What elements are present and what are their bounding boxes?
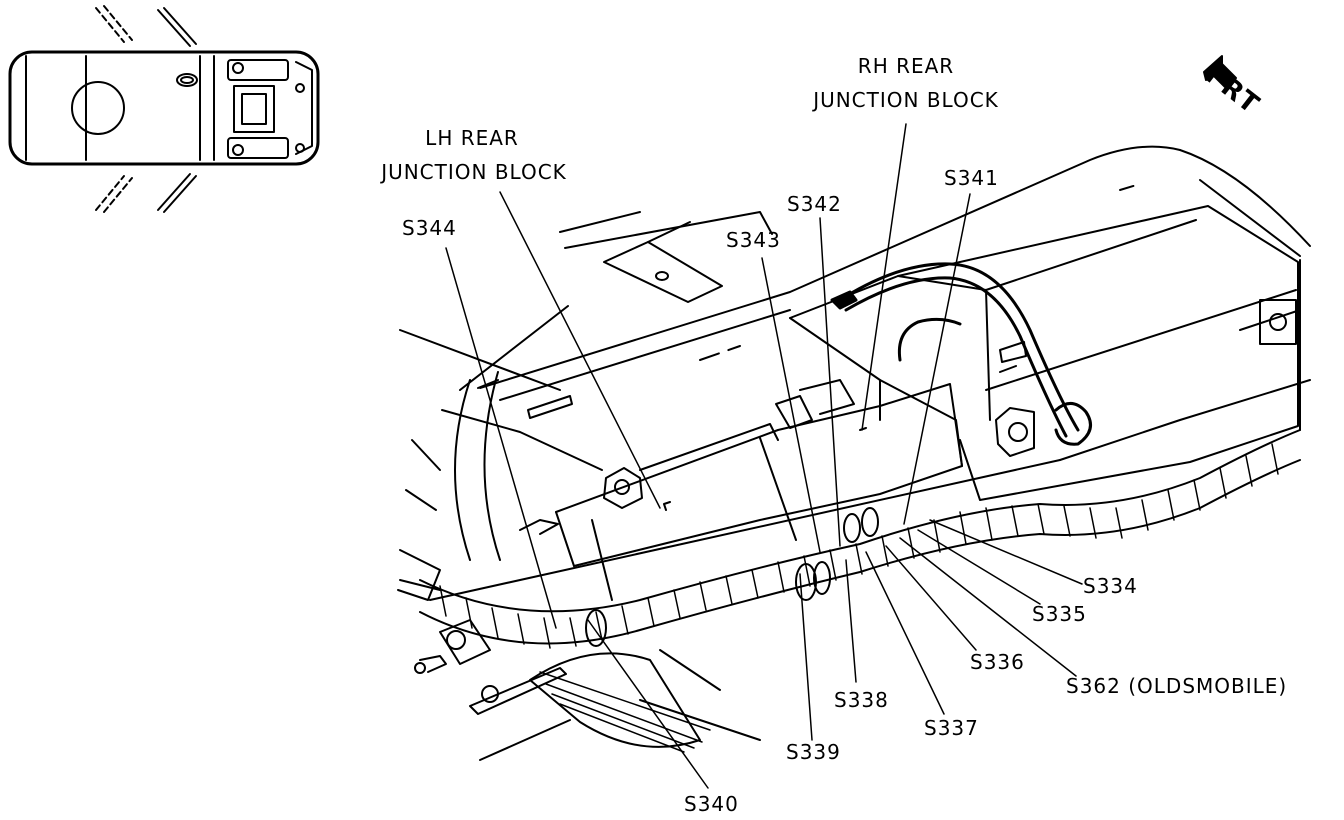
leader-s343 xyxy=(761,257,821,553)
rh-rear-junction-block-label-line2: JUNCTION BLOCK xyxy=(813,88,999,112)
rh-rear-junction-block-housing xyxy=(789,205,1299,501)
splice-s338-label: S338 xyxy=(834,688,889,712)
splice-s337-label: S337 xyxy=(924,716,979,740)
harness-cable xyxy=(830,262,1092,446)
leader-s336 xyxy=(885,545,977,651)
leader-s344 xyxy=(445,247,557,629)
leader-s342 xyxy=(819,217,841,547)
vehicle-locator-icon xyxy=(8,5,320,213)
main-wire-harness xyxy=(419,429,1301,649)
splice-s342-label: S342 xyxy=(787,192,842,216)
vehicle-body-outline xyxy=(399,145,1311,601)
lh-rear-junction-block-label-line2: JUNCTION BLOCK xyxy=(381,160,567,184)
splice-s335-label: S335 xyxy=(1032,602,1087,626)
rh-rear-junction-block-label-line1: RH REAR xyxy=(857,54,955,78)
splice-s339-label: S339 xyxy=(786,740,841,764)
leader-lh-rear xyxy=(499,191,661,509)
leader-s339 xyxy=(799,573,813,741)
leader-s341 xyxy=(903,193,971,525)
leader-rh-rear xyxy=(861,123,907,431)
front-arrow-icon xyxy=(1203,55,1237,89)
splice-s340-label: S340 xyxy=(684,792,739,816)
splice-s341-label: S341 xyxy=(944,166,999,190)
leader-lines xyxy=(445,123,1083,789)
splice-s343-label: S343 xyxy=(726,228,781,252)
splice-s362-label: S362 (OLDSMOBILE) xyxy=(1066,674,1288,698)
splice-s336-label: S336 xyxy=(970,650,1025,674)
leader-s335 xyxy=(917,529,1041,605)
splice-s334-label: S334 xyxy=(1083,574,1138,598)
leader-s340 xyxy=(587,619,709,789)
leader-s337 xyxy=(865,551,945,715)
leader-s334 xyxy=(929,519,1083,585)
leader-s362 xyxy=(899,537,1077,677)
lower-branch-bundle xyxy=(397,519,761,761)
lh-rear-junction-block-label-line1: LH REAR xyxy=(425,126,519,150)
leader-s338 xyxy=(845,559,857,683)
lh-rear-junction-block-housing xyxy=(555,379,963,601)
splice-s344-label: S344 xyxy=(402,216,457,240)
